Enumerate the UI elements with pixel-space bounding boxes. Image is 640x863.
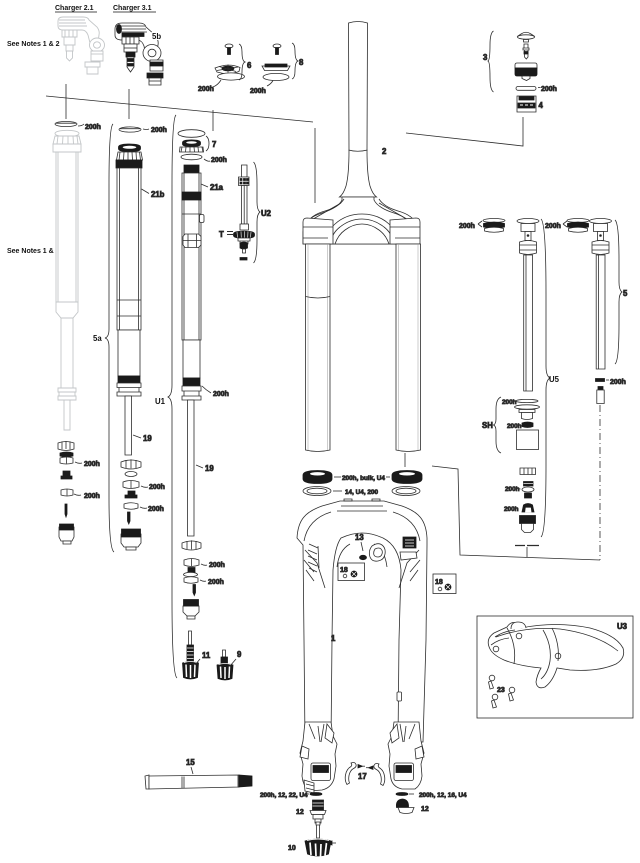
svg-text:See Notes 1 & 2: See Notes 1 & 2 bbox=[7, 41, 60, 48]
svg-text:200h: 200h bbox=[505, 486, 520, 493]
svg-text:7: 7 bbox=[212, 140, 216, 149]
svg-text:200h: 200h bbox=[151, 127, 167, 134]
svg-text:SH: SH bbox=[482, 421, 493, 430]
svg-text:18: 18 bbox=[340, 567, 348, 574]
svg-text:200h: 200h bbox=[545, 223, 561, 230]
svg-text:200h: 200h bbox=[502, 399, 517, 406]
svg-text:8: 8 bbox=[299, 58, 304, 67]
svg-text:3: 3 bbox=[483, 53, 488, 62]
svg-text:21b: 21b bbox=[151, 190, 165, 199]
svg-text:23: 23 bbox=[497, 687, 505, 694]
svg-text:200h, 12, 16, U4: 200h, 12, 16, U4 bbox=[419, 792, 467, 799]
svg-text:19: 19 bbox=[143, 434, 152, 443]
svg-text:200h: 200h bbox=[84, 461, 100, 468]
svg-text:U1: U1 bbox=[155, 397, 166, 406]
svg-text:U2: U2 bbox=[261, 209, 272, 218]
svg-text:200h: 200h bbox=[209, 562, 225, 569]
svg-text:200h: 200h bbox=[198, 86, 214, 93]
svg-text:1: 1 bbox=[331, 634, 336, 643]
svg-text:15: 15 bbox=[186, 758, 195, 767]
svg-text:17: 17 bbox=[358, 772, 367, 781]
svg-text:200h: 200h bbox=[84, 493, 100, 500]
svg-text:U5: U5 bbox=[549, 375, 560, 384]
svg-text:200h: 200h bbox=[211, 157, 227, 164]
svg-text:13: 13 bbox=[355, 533, 364, 542]
svg-text:5b: 5b bbox=[152, 32, 161, 41]
svg-text:200h: 200h bbox=[610, 379, 626, 386]
svg-text:6: 6 bbox=[247, 61, 252, 70]
svg-text:21a: 21a bbox=[210, 183, 224, 192]
svg-text:2: 2 bbox=[382, 147, 387, 156]
svg-text:200h: 200h bbox=[148, 506, 164, 513]
svg-text:200h: 200h bbox=[213, 391, 229, 398]
svg-text:19: 19 bbox=[205, 464, 214, 473]
svg-text:200h: 200h bbox=[85, 124, 101, 131]
svg-text:200h, 12, 22, U4: 200h, 12, 22, U4 bbox=[260, 792, 308, 799]
svg-text:T: T bbox=[219, 230, 224, 239]
svg-text:9: 9 bbox=[237, 650, 242, 659]
svg-text:200h: 200h bbox=[504, 506, 519, 513]
svg-text:Charger 2.1: Charger 2.1 bbox=[55, 5, 94, 12]
svg-text:200h: 200h bbox=[507, 423, 522, 430]
svg-text:200h: 200h bbox=[250, 88, 266, 95]
svg-text:200h: 200h bbox=[459, 223, 475, 230]
svg-text:18: 18 bbox=[435, 579, 443, 586]
svg-text:11: 11 bbox=[202, 651, 211, 660]
svg-text:200h: 200h bbox=[149, 484, 165, 491]
svg-text:5: 5 bbox=[623, 289, 628, 298]
svg-text:12: 12 bbox=[296, 809, 304, 816]
svg-text:4: 4 bbox=[539, 101, 544, 110]
svg-text:14, U4, 200: 14, U4, 200 bbox=[345, 489, 378, 496]
svg-text:See Notes 1 & 2: See Notes 1 & 2 bbox=[7, 248, 60, 255]
svg-text:10: 10 bbox=[288, 845, 296, 852]
svg-text:200h: 200h bbox=[208, 579, 224, 586]
svg-text:12: 12 bbox=[421, 806, 429, 813]
svg-text:Charger 3.1: Charger 3.1 bbox=[113, 5, 152, 12]
svg-text:5a: 5a bbox=[93, 334, 102, 343]
svg-text:200h, bulk, U4: 200h, bulk, U4 bbox=[342, 475, 385, 482]
svg-text:U3: U3 bbox=[617, 622, 628, 631]
svg-text:200h: 200h bbox=[541, 86, 557, 93]
